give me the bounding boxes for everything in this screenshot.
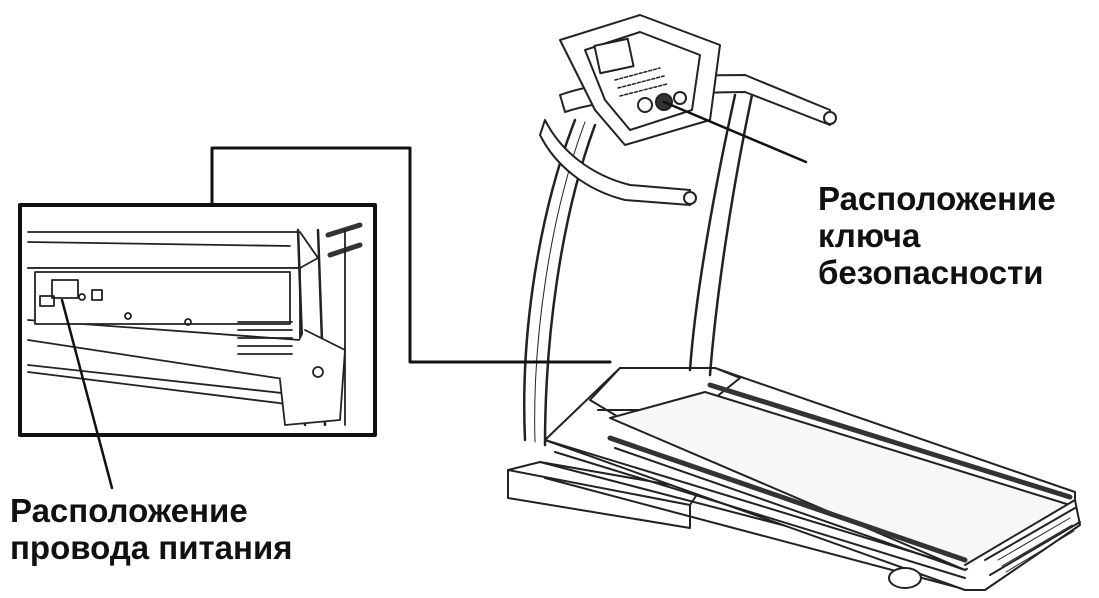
treadmill-icon bbox=[507, 14, 1081, 591]
power-cord-label-line2: провода питания bbox=[10, 529, 293, 566]
power-cord-leader bbox=[60, 298, 114, 490]
safety-key-label-line1: Расположение bbox=[818, 180, 1056, 217]
safety-key-leader bbox=[662, 100, 808, 164]
inset-connector-line bbox=[210, 146, 612, 364]
safety-key-label-line2: ключа bbox=[818, 217, 921, 254]
power-cord-label-line1: Расположение bbox=[10, 492, 248, 529]
safety-key-label-line3: безопасности bbox=[818, 254, 1044, 291]
inset-closeup bbox=[18, 203, 377, 437]
safety-key-label: Расположение ключа безопасности bbox=[818, 180, 1056, 291]
power-socket-icon bbox=[51, 279, 79, 299]
power-cord-label: Расположение провода питания bbox=[10, 492, 293, 566]
